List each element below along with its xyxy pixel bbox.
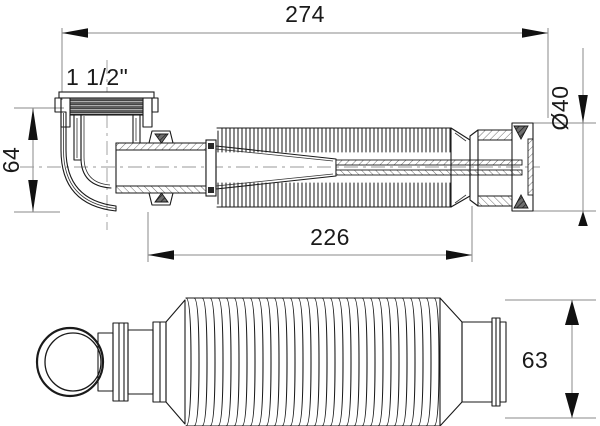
- collar: [112, 322, 129, 402]
- outlet-seal-upper: [513, 125, 529, 140]
- section-view: [20, 60, 540, 230]
- plan-view: [35, 297, 507, 426]
- bellows-retaining-ring: [205, 139, 217, 197]
- dimension-label-274: 274: [285, 1, 325, 27]
- dimension-body-length: 226: [147, 206, 473, 262]
- cone-taper-plan: [165, 299, 186, 425]
- outlet-spigot: [511, 122, 534, 212]
- joint-seal-lower: [148, 192, 174, 206]
- dimension-label-thread: 1 1/2": [66, 64, 128, 90]
- corrugated-bellows-section: [216, 127, 452, 208]
- cone-reducer: [215, 145, 523, 190]
- outlet-coupling: [469, 129, 513, 207]
- outlet-seal-lower: [513, 194, 529, 209]
- dimension-thread-size: 1 1/2": [66, 64, 128, 90]
- dimension-label-226: 226: [310, 224, 350, 250]
- dimension-label-diameter40: Ø40: [547, 86, 573, 131]
- round-flange: [35, 326, 105, 398]
- dimension-label-64: 64: [0, 147, 24, 174]
- elbow-bend: [60, 111, 117, 212]
- corrugated-bellows-plan: [185, 297, 441, 426]
- joint-seal-upper: [148, 130, 174, 144]
- dimension-overall-length: 274: [61, 1, 549, 118]
- dimension-plan-height: 63: [505, 299, 596, 419]
- dimension-inlet-height: 64: [0, 107, 64, 213]
- dimension-outlet-diameter: Ø40: [533, 48, 596, 226]
- dimension-label-63: 63: [522, 347, 549, 373]
- outlet-coupling-plan: [461, 317, 507, 407]
